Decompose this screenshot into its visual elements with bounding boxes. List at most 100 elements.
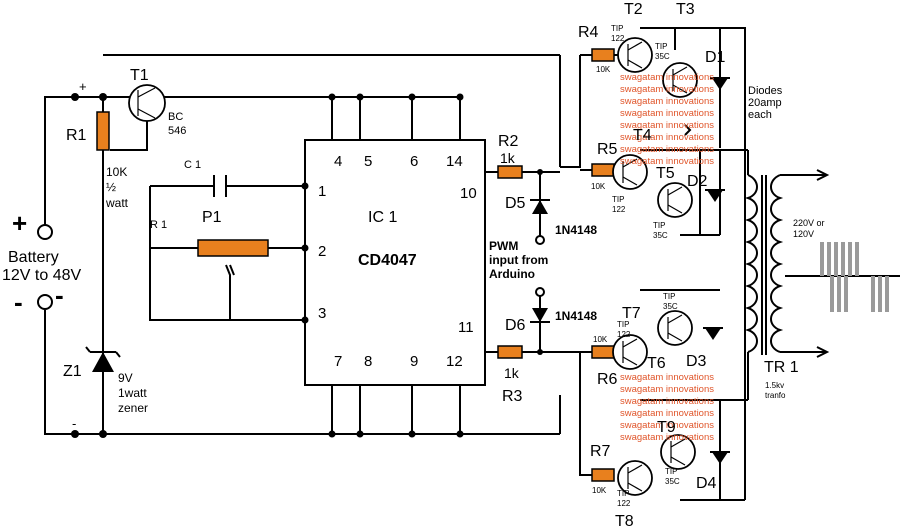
watermark-line-2: swagatam innovations: [620, 84, 714, 95]
t7-number: 35C: [663, 302, 678, 311]
t5-label: T5: [656, 165, 675, 182]
d5-label: D5: [505, 195, 526, 212]
t6-label: T6: [647, 355, 666, 372]
r6-label: R6: [597, 371, 618, 388]
pin-8: 8: [364, 353, 372, 370]
pwm-label-line1: PWM: [489, 239, 518, 253]
d6-type: 1N4148: [555, 309, 597, 323]
pin-10: 10: [460, 185, 477, 202]
t9-number: 35C: [665, 477, 680, 486]
r1-watt: watt: [105, 196, 129, 210]
power-rails: [44, 54, 561, 438]
r7-value: 10K: [592, 486, 607, 495]
watermark-line-10: swagatam innovations: [620, 384, 714, 395]
transformer-tr1: 220V or 120V TR 1 1.5kv tranfo: [740, 149, 830, 401]
t4-number: 122: [612, 205, 626, 214]
t4-tip: TIP: [612, 195, 624, 204]
watermark: swagatam innovations swagatam innovation…: [620, 72, 714, 443]
pin-12: 12: [446, 353, 463, 370]
pin-14: 14: [446, 153, 463, 170]
lower-transistor-bank: [560, 289, 745, 501]
timing-network: C1 P1 R1: [149, 159, 309, 324]
watermark-line-4: swagatam innovations: [620, 108, 714, 119]
pin-7: 7: [334, 353, 342, 370]
watermark-line-1: swagatam innovations: [620, 72, 714, 83]
watermark-line-7: swagatam innovations: [620, 144, 714, 155]
battery-plus-sign: +: [12, 208, 27, 238]
pin-6: 6: [410, 153, 418, 170]
d6-label: D6: [505, 317, 526, 334]
d3-label: D3: [686, 353, 707, 370]
t1-type: BC: [168, 111, 183, 123]
r5-value: 10K: [591, 182, 606, 191]
watermark-line-8: swagatam innovations: [620, 156, 714, 167]
pin-5: 5: [364, 153, 372, 170]
ic-bottom-pins: [328, 385, 464, 438]
r3-label: R3: [502, 388, 523, 405]
t4-label: T4: [633, 127, 652, 144]
watermark-line-6: swagatam innovations: [620, 132, 714, 143]
d1-label: D1: [705, 49, 726, 66]
pin-9: 9: [410, 353, 418, 370]
pin-1: 1: [318, 183, 326, 200]
t7-tip: TIP: [663, 292, 675, 301]
pwm-label-line2: input from: [489, 253, 548, 267]
output-voltage-line2: 120V: [793, 229, 814, 239]
rail-minus-label: -: [72, 416, 76, 431]
r7-label: R7: [590, 443, 611, 460]
battery-label: Battery: [8, 249, 59, 266]
diodes-label-line2: 20amp: [748, 97, 782, 109]
diodes-label-line1: Diodes: [748, 85, 783, 97]
r3-value: 1k: [504, 365, 520, 381]
output-voltage-line1: 220V or: [793, 218, 825, 228]
pin-4: 4: [334, 153, 342, 170]
battery-voltage-label: 12V to 48V: [2, 267, 82, 284]
r4-label: R4: [578, 24, 599, 41]
watermark-line-14: swagatam innovations: [620, 432, 714, 443]
z1-type: zener: [118, 401, 148, 415]
t6-tip: TIP: [617, 320, 629, 329]
z1-voltage: 9V: [118, 371, 133, 385]
z1-watt: 1watt: [118, 386, 147, 400]
t3-tip: TIP: [655, 42, 667, 51]
battery: + - - Battery 12V to 48V + -: [2, 79, 87, 431]
t1-number: 546: [168, 125, 186, 137]
r1-pot-label: R1: [150, 219, 170, 231]
r1-value: 10K: [106, 165, 127, 179]
r1-half: ½: [106, 180, 116, 194]
r1-label: R1: [66, 127, 87, 144]
battery-minus-sign-left: -: [14, 287, 23, 317]
pwm-label-line3: Arduino: [489, 267, 535, 281]
r4-value: 10K: [596, 65, 611, 74]
pin-3: 3: [318, 305, 326, 322]
t8-tip: TIP: [617, 489, 629, 498]
t2-label: T2: [624, 1, 643, 18]
drive-network: R2 1k R3 1k D5 D6 1N4148 1N4148 PWM inpu…: [485, 133, 597, 405]
output-labels: R4 R5 R6 R7 10K 10K 10K 10K T2 T3 T4 T5 …: [578, 1, 783, 530]
watermark-line-12: swagatam innovations: [620, 408, 714, 419]
pin-11: 11: [458, 319, 474, 336]
output-waveform: [785, 242, 900, 312]
t8-label: T8: [615, 513, 634, 530]
tr1-type: tranfo: [765, 391, 786, 400]
t1-label: T1: [130, 67, 149, 84]
t7-label: T7: [622, 305, 641, 322]
c1-label: C1: [184, 159, 204, 171]
resistor-r1: R1 10K ½ watt: [66, 111, 129, 210]
z1-label: Z1: [63, 363, 82, 380]
ic-top-pins: [328, 93, 464, 140]
ic-label: IC 1: [368, 209, 397, 226]
diodes-label-line3: each: [748, 109, 772, 121]
watermark-line-13: swagatam innovations: [620, 420, 714, 431]
t5-tip: TIP: [653, 221, 665, 230]
tr1-rating: 1.5kv: [765, 381, 784, 390]
transistor-t1: T1 BC 546: [110, 67, 186, 151]
t2-number: 122: [611, 34, 625, 43]
d2-label: D2: [687, 173, 708, 190]
pin-2: 2: [318, 243, 326, 260]
watermark-line-3: swagatam innovations: [620, 96, 714, 107]
t3-label: T3: [676, 1, 695, 18]
t9-label: T9: [657, 419, 676, 436]
d5-type: 1N4148: [555, 223, 597, 237]
